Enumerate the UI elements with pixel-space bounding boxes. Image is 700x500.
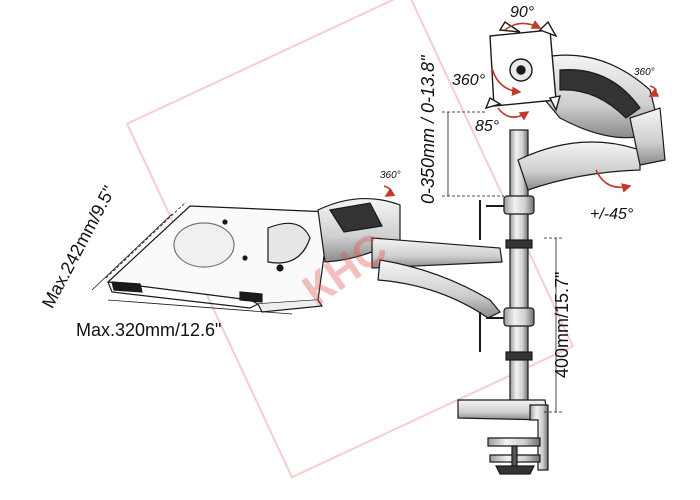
swivel-360-right-label: 360° [634, 67, 655, 78]
rotate-90-label: 90° [510, 4, 535, 21]
pole [479, 129, 535, 411]
height-adjust-label: 0-350mm / 0-13.8" [418, 55, 438, 204]
vesa-plate [484, 20, 561, 112]
tilt-45-label: +/-45° [590, 206, 634, 223]
watermark-frame [125, 0, 575, 479]
laptop-width-label: Max.320mm/12.6" [76, 320, 222, 340]
pole-height-label: 400mm/15.7" [552, 271, 572, 378]
monitor-arm [517, 54, 666, 191]
laptop-tray [106, 205, 331, 313]
swivel-360-laptop-label: 360° [380, 170, 401, 181]
desk-clamp [457, 399, 549, 475]
dimension-lines [91, 111, 562, 413]
tilt-85-label: 85° [475, 118, 500, 135]
rotate-360-left-label: 360° [452, 72, 486, 89]
laptop-arm [317, 198, 503, 319]
rotation-arrows [383, 20, 660, 197]
